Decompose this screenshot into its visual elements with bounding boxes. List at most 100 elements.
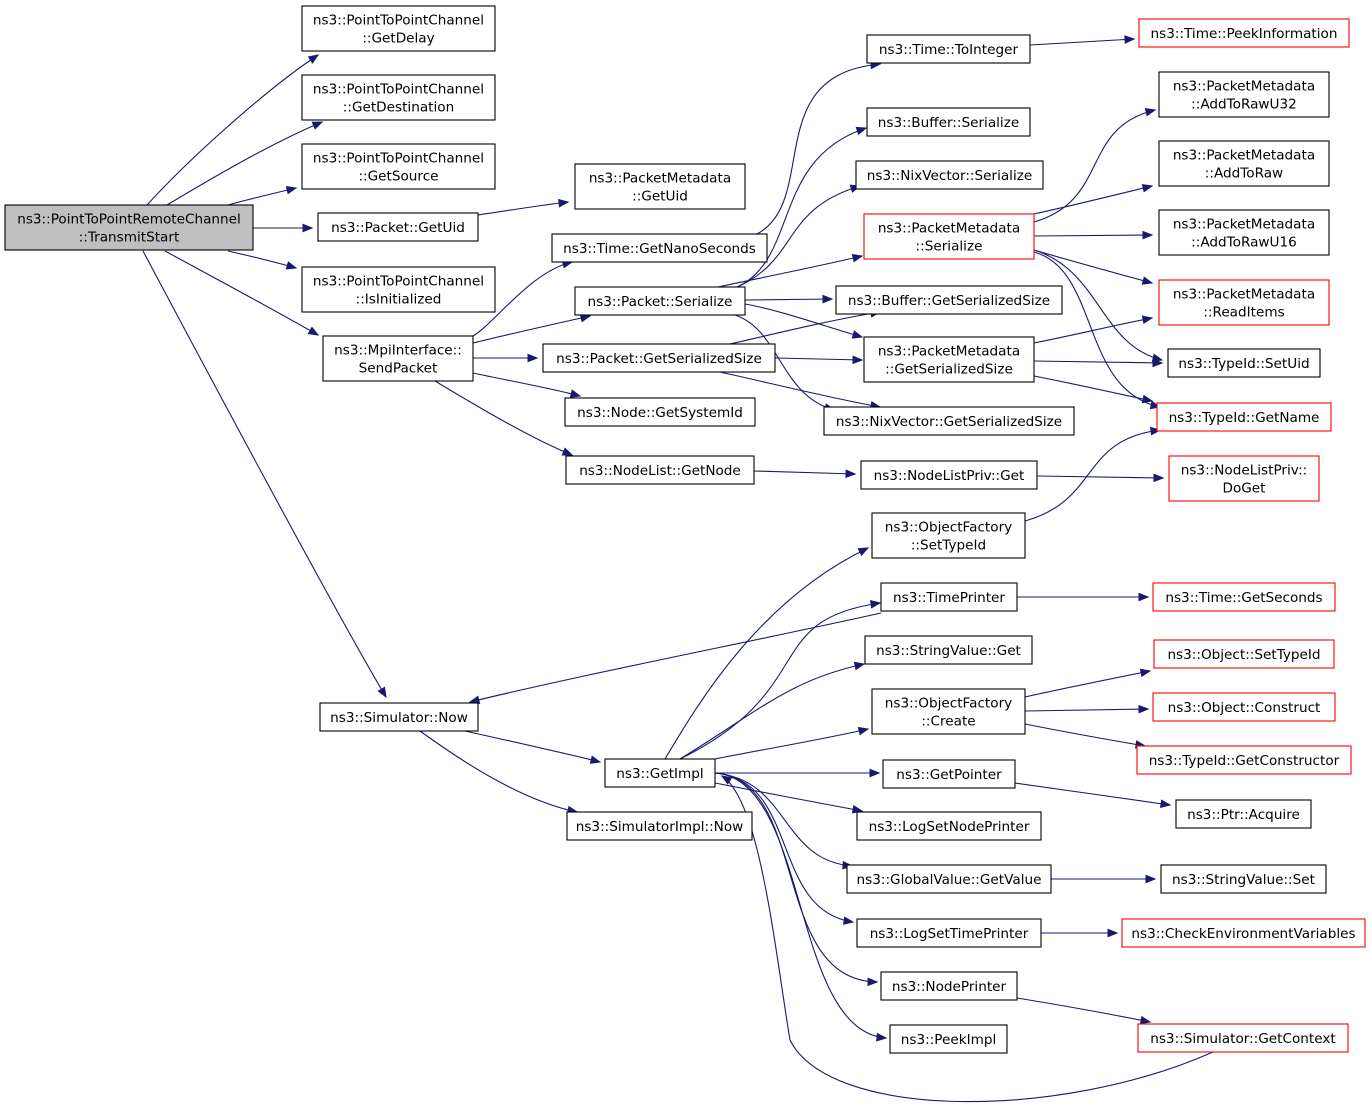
node-label-line: ::GetSerializedSize <box>885 362 1013 378</box>
node-box <box>317 212 479 242</box>
node-label-line: ns3::PacketMetadata <box>878 344 1020 360</box>
node-box <box>889 1024 1008 1054</box>
node-n16[interactable]: ns3::NixVector::Serialize <box>855 160 1044 190</box>
node-n7[interactable]: ns3::Simulator::Now <box>319 702 479 732</box>
node-box <box>1175 799 1312 829</box>
node-n17[interactable]: ns3::PacketMetadata::Serialize <box>863 213 1035 260</box>
node-label-line: ::SetTypeId <box>911 538 986 554</box>
node-n5[interactable]: ns3::PointToPointChannel::IsInitialized <box>301 266 496 313</box>
node-n44[interactable]: ns3::Object::Construct <box>1152 692 1336 722</box>
node-label-line: ns3::StringValue::Set <box>1172 872 1315 888</box>
node-box <box>301 5 496 52</box>
node-label-line: ns3::TypeId::GetName <box>1169 410 1320 426</box>
node-n41[interactable]: ns3::PeekImpl <box>889 1024 1008 1054</box>
node-label-line: ns3::GetPointer <box>896 767 1002 783</box>
edge-n34-n31 <box>679 600 882 760</box>
node-n35[interactable]: ns3::SimulatorImpl::Now <box>566 811 753 841</box>
node-n1[interactable]: ns3::PointToPointChannel::GetDelay <box>301 5 496 52</box>
node-box <box>322 335 474 382</box>
node-n49[interactable]: ns3::Simulator::GetContext <box>1137 1023 1349 1053</box>
edge-n11-n18 <box>729 309 882 345</box>
arrowhead-icon <box>1138 592 1150 602</box>
node-n27[interactable]: ns3::TypeId::SetUid <box>1167 348 1321 378</box>
node-n46[interactable]: ns3::Ptr::Acquire <box>1175 799 1312 829</box>
node-n6[interactable]: ns3::MpiInterface::SendPacket <box>322 335 474 382</box>
node-n47[interactable]: ns3::StringValue::Set <box>1160 864 1327 894</box>
node-box <box>1168 455 1320 502</box>
node-n13[interactable]: ns3::NodeList::GetNode <box>565 455 755 485</box>
node-label-line: ns3::Object::Construct <box>1168 700 1321 716</box>
node-n38[interactable]: ns3::GlobalValue::GetValue <box>846 864 1052 894</box>
edge-n38-n47 <box>1051 874 1157 884</box>
node-n23[interactable]: ns3::PacketMetadata::AddToRawU32 <box>1158 71 1330 118</box>
edge-n19-n26 <box>1033 315 1154 344</box>
node-n12[interactable]: ns3::Node::GetSystemId <box>564 397 756 427</box>
edge-n33-n44 <box>1024 704 1150 714</box>
edge-n11-n19 <box>774 355 864 365</box>
node-n48[interactable]: ns3::CheckEnvironmentVariables <box>1121 918 1366 948</box>
arrowhead-icon <box>1124 35 1136 44</box>
node-label-line: ns3::TypeId::GetConstructor <box>1149 753 1340 769</box>
node-n4[interactable]: ns3::Packet::GetUid <box>317 212 479 242</box>
arrowhead-icon <box>851 330 864 339</box>
node-n10[interactable]: ns3::Packet::Serialize <box>574 286 746 316</box>
node-n11[interactable]: ns3::Packet::GetSerializedSize <box>542 343 776 373</box>
node-n3[interactable]: ns3::PointToPointChannel::GetSource <box>301 143 496 190</box>
node-label-line: ns3::PacketMetadata <box>1173 217 1315 233</box>
node-box <box>1121 918 1366 948</box>
node-box <box>856 811 1042 841</box>
node-n32[interactable]: ns3::StringValue::Get <box>864 635 1033 665</box>
edge-n19-n28 <box>1033 375 1154 404</box>
arrowhead-icon <box>876 1032 888 1042</box>
edge-n31-n42 <box>1017 592 1150 602</box>
node-n43[interactable]: ns3::Object::SetTypeId <box>1153 639 1335 669</box>
node-n21[interactable]: ns3::NodeListPriv::Get <box>860 460 1038 490</box>
node-n29[interactable]: ns3::NodeListPriv::DoGet <box>1168 455 1320 502</box>
node-label-line: ::GetDelay <box>362 31 434 47</box>
node-box <box>866 107 1031 137</box>
edge-n0-n1 <box>146 54 320 206</box>
node-n30[interactable]: ns3::ObjectFactory::SetTypeId <box>871 512 1026 559</box>
node-n9[interactable]: ns3::Time::GetNanoSeconds <box>551 233 768 263</box>
node-label-line: ::IsInitialized <box>356 292 442 308</box>
node-n25[interactable]: ns3::PacketMetadata::AddToRawU16 <box>1158 209 1330 256</box>
node-n45[interactable]: ns3::TypeId::GetConstructor <box>1136 745 1352 775</box>
arrowhead-icon <box>1152 358 1164 368</box>
arrowhead-icon <box>1141 276 1154 285</box>
node-n15[interactable]: ns3::Buffer::Serialize <box>866 107 1031 137</box>
arrowhead-icon <box>285 185 298 195</box>
edge-n17-n26 <box>1033 249 1154 285</box>
node-n24[interactable]: ns3::PacketMetadata::AddToRaw <box>1158 140 1330 187</box>
node-n33[interactable]: ns3::ObjectFactory::Create <box>871 688 1026 735</box>
node-n36[interactable]: ns3::GetPointer <box>882 759 1016 789</box>
node-n2[interactable]: ns3::PointToPointChannel::GetDestination <box>301 74 496 121</box>
node-n31[interactable]: ns3::TimePrinter <box>880 582 1018 612</box>
arrowhead-icon <box>1153 473 1165 483</box>
node-n42[interactable]: ns3::Time::GetSeconds <box>1152 582 1336 612</box>
node-n39[interactable]: ns3::LogSetTimePrinter <box>856 918 1042 948</box>
node-n8[interactable]: ns3::PacketMetadata::GetUid <box>574 163 746 210</box>
arrowhead-icon <box>302 223 314 233</box>
node-n0[interactable]: ns3::PointToPointRemoteChannel::Transmit… <box>4 204 254 251</box>
node-box <box>823 406 1075 436</box>
node-n19[interactable]: ns3::PacketMetadata::GetSerializedSize <box>863 336 1035 383</box>
node-n34[interactable]: ns3::GetImpl <box>604 758 716 788</box>
node-label-line: ns3::NodeListPriv:: <box>1181 463 1308 479</box>
node-n26[interactable]: ns3::PacketMetadata::ReadItems <box>1158 279 1330 326</box>
node-box <box>1158 71 1330 118</box>
node-n14[interactable]: ns3::Time::ToInteger <box>866 34 1031 64</box>
edge-n10-n19 <box>744 303 864 339</box>
node-n20[interactable]: ns3::NixVector::GetSerializedSize <box>823 406 1075 436</box>
node-n28[interactable]: ns3::TypeId::GetName <box>1156 402 1332 432</box>
node-n40[interactable]: ns3::NodePrinter <box>880 971 1018 1001</box>
node-label-line: ns3::Time::GetNanoSeconds <box>563 241 756 257</box>
node-box <box>871 512 1026 559</box>
node-box <box>882 759 1016 789</box>
node-n22[interactable]: ns3::Time::PeekInformation <box>1138 18 1350 48</box>
node-label-line: ns3::PacketMetadata <box>589 171 731 187</box>
arrowhead-icon <box>867 977 879 987</box>
node-n37[interactable]: ns3::LogSetNodePrinter <box>856 811 1042 841</box>
node-n18[interactable]: ns3::Buffer::GetSerializedSize <box>835 285 1063 315</box>
arrowhead-icon <box>853 661 866 671</box>
